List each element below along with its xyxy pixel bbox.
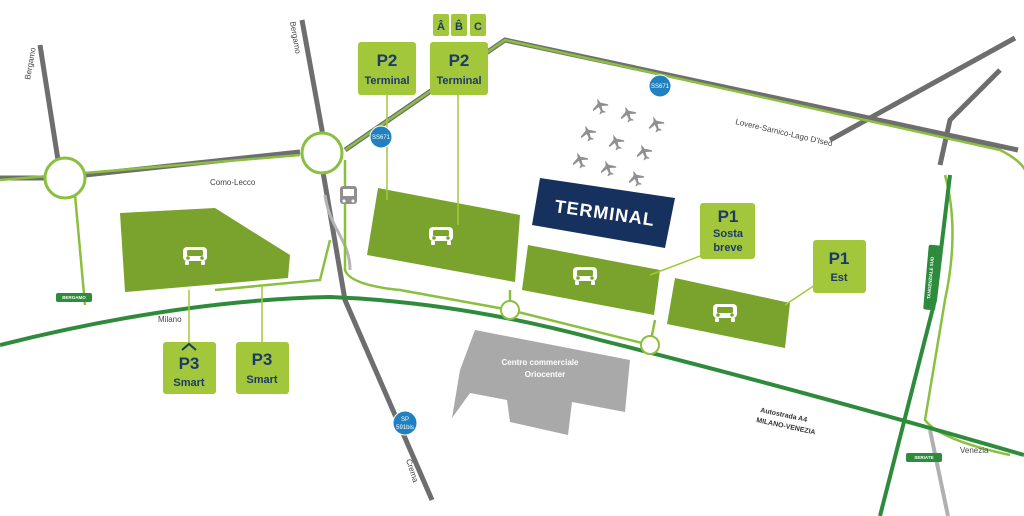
mall-label-line1: Centro commerciale bbox=[502, 358, 579, 367]
letter-a: Â bbox=[437, 20, 445, 33]
sign-text: BERGAMO bbox=[62, 295, 86, 300]
sign-text: SERIATE bbox=[914, 455, 933, 460]
badge-ss671-b: SS671 bbox=[369, 125, 393, 149]
tag-title: P3 bbox=[252, 350, 273, 369]
terminal-building[interactable]: TERMINAL bbox=[532, 178, 675, 248]
tag-title: P2 bbox=[377, 51, 398, 70]
bus-icon bbox=[340, 186, 357, 204]
badge-ss671-a: SS671 bbox=[648, 74, 672, 98]
tag-p2-left[interactable]: P2 Terminal bbox=[358, 42, 416, 95]
tag-p1-sosta[interactable]: P1 Sosta breve bbox=[700, 203, 755, 259]
roundabout-center bbox=[300, 131, 344, 175]
tag-sub: Sosta bbox=[713, 228, 744, 240]
label-bergamo-left: Bergamo bbox=[23, 46, 38, 80]
airplane-icon bbox=[605, 131, 627, 153]
tag-sub: Terminal bbox=[436, 75, 481, 87]
sign-seriate: SERIATE bbox=[906, 453, 942, 462]
tag-sub: Smart bbox=[246, 374, 278, 386]
label-lovere: Lovere-Sarnico-Lago D'Iseo bbox=[735, 117, 834, 148]
airplane-icon bbox=[597, 157, 619, 179]
letter-b: B̂ bbox=[455, 20, 463, 33]
badge-text: SS671 bbox=[372, 135, 391, 141]
tag-p3-smart[interactable]: P3 Smart bbox=[236, 342, 289, 394]
sign-bergamo: BERGAMO bbox=[56, 293, 92, 302]
letter-b-box[interactable] bbox=[451, 14, 467, 36]
roundabouts bbox=[43, 131, 660, 355]
airplane-icon bbox=[589, 95, 611, 117]
airplane-icons bbox=[569, 95, 667, 189]
airplane-icon bbox=[617, 103, 639, 125]
badge-text: SP bbox=[401, 417, 409, 423]
badge-sp591bis: SP 591bis bbox=[392, 410, 418, 436]
mall-oriocenter[interactable]: Centro commerciale Oriocenter bbox=[452, 330, 630, 435]
airplane-icon bbox=[569, 149, 591, 171]
tag-p1-est[interactable]: P1 Est bbox=[813, 240, 866, 293]
tag-title: P3 bbox=[179, 354, 200, 373]
sign-tangenziale: TANGENZIALE SUD bbox=[923, 244, 941, 311]
letter-a-box[interactable] bbox=[433, 14, 449, 36]
tag-title: P1 bbox=[718, 207, 739, 226]
roundabout-small-2 bbox=[640, 335, 660, 355]
airplane-icon bbox=[633, 141, 655, 163]
tag-p2-right[interactable]: P2 Terminal bbox=[430, 42, 488, 95]
roundabout-west bbox=[43, 156, 87, 200]
tag-sub: Terminal bbox=[364, 75, 409, 87]
label-venezia: Venezia bbox=[960, 446, 989, 455]
tag-title: P1 bbox=[829, 249, 850, 268]
tag-sub: breve bbox=[713, 242, 742, 254]
letter-c: C bbox=[474, 21, 482, 33]
parking-lots bbox=[120, 188, 790, 348]
roof-icon bbox=[181, 342, 197, 351]
label-bergamo-top: Bergamo bbox=[288, 21, 303, 55]
tag-connectors bbox=[188, 95, 819, 342]
sign-text: TANGENZIALE SUD bbox=[926, 256, 935, 299]
tag-title: P2 bbox=[449, 51, 470, 70]
mall-label-line2: Oriocenter bbox=[525, 370, 565, 379]
tag-p3-smart-covered[interactable]: P3 Smart bbox=[163, 342, 216, 394]
label-milano: Milano bbox=[158, 315, 182, 324]
airplane-icon bbox=[645, 113, 667, 135]
airplane-icon bbox=[577, 122, 599, 144]
tag-sub: Smart bbox=[173, 377, 205, 389]
label-como-lecco: Como-Lecco bbox=[210, 178, 256, 187]
roundabout-small-1 bbox=[500, 300, 520, 320]
tag-sub: Est bbox=[830, 272, 847, 284]
badge-text: SS671 bbox=[651, 84, 670, 90]
letter-c-box[interactable] bbox=[470, 14, 486, 36]
badge-text: 591bis bbox=[396, 425, 414, 431]
airplane-icon bbox=[625, 167, 647, 189]
terminal-letters: Â B̂ C bbox=[433, 14, 486, 36]
